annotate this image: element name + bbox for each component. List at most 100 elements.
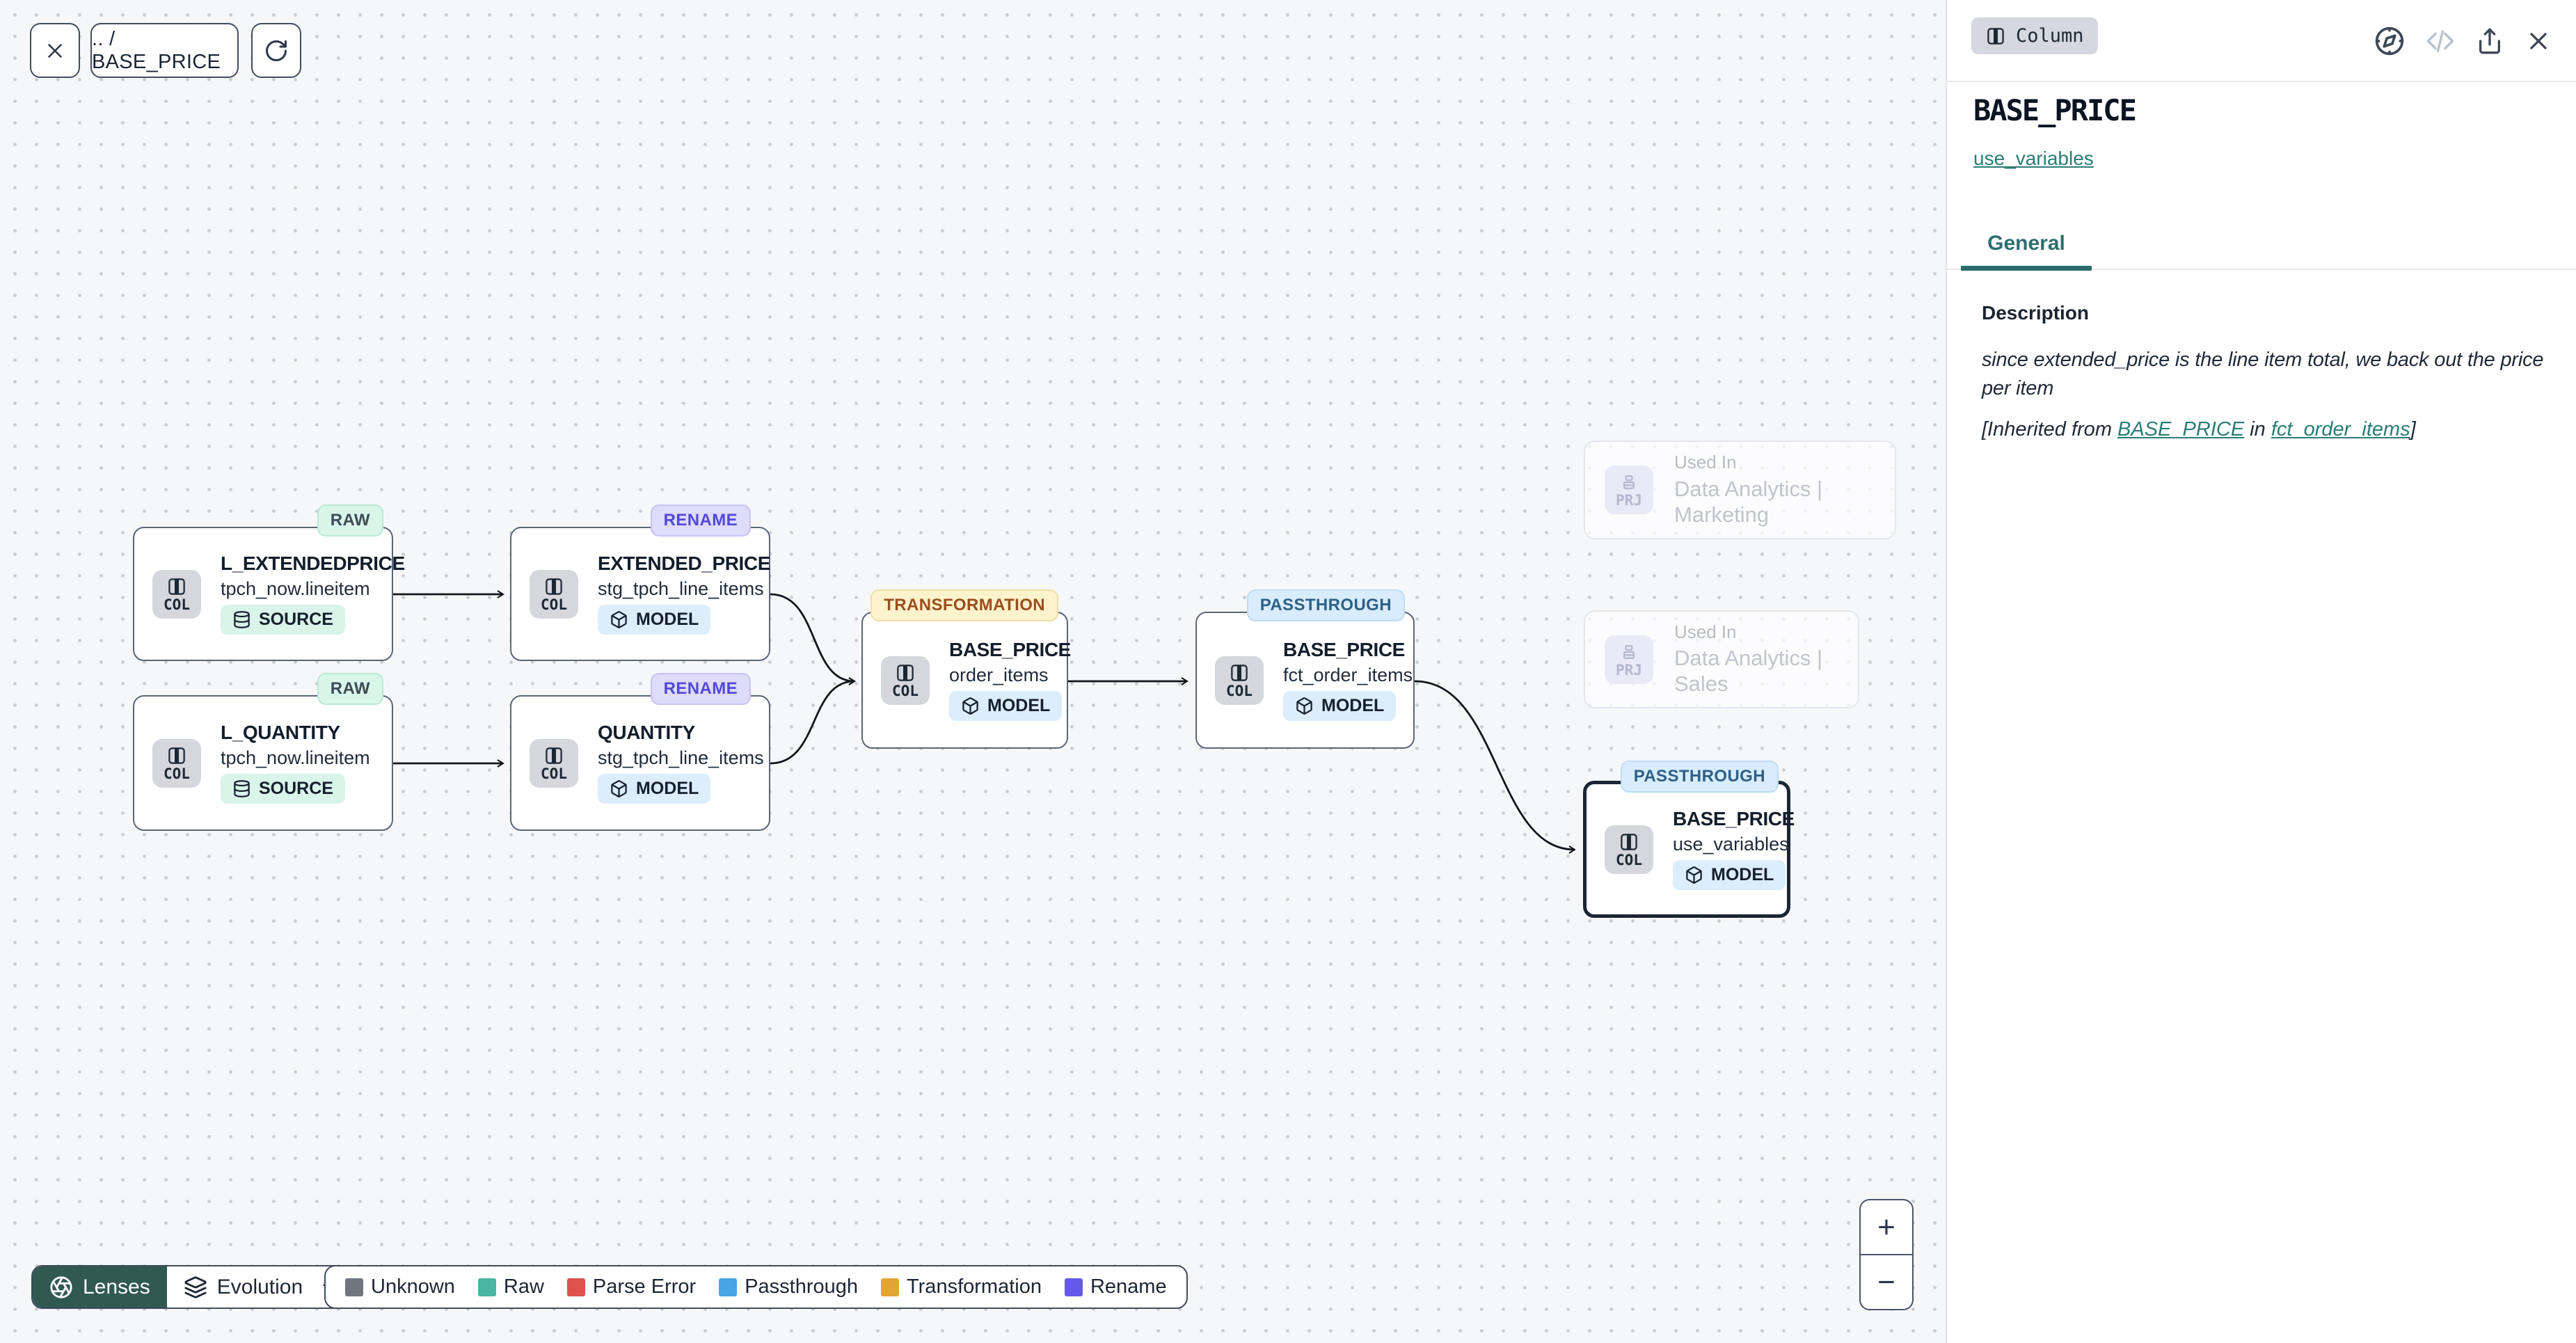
compass-button[interactable]	[2374, 26, 2405, 56]
description-heading: Description	[1982, 302, 2090, 324]
edge-kind-badge: RAW	[317, 673, 383, 705]
inherited-model-link[interactable]: fct_order_items	[2271, 418, 2410, 440]
model-link[interactable]: use_variables	[1973, 148, 2094, 169]
code-icon	[2426, 30, 2454, 52]
details-panel: Column BASE_PRICE use_variables General …	[1946, 0, 2576, 1343]
lens-selected-label: Evolution	[216, 1275, 303, 1298]
lineage-node-base-price-use-variables[interactable]: PASSTHROUGH COL BASE_PRICE use_variables…	[1583, 761, 1795, 918]
node-kind-badge: MODEL	[1673, 859, 1786, 890]
compass-icon	[2375, 26, 2404, 56]
columns-icon	[1619, 832, 1639, 852]
panel-title: BASE_PRICE	[1973, 93, 2137, 127]
columns-icon	[1229, 662, 1250, 683]
lineage-node-quantity[interactable]: RENAME COL QUANTITY stg_tpch_line_items …	[510, 673, 770, 831]
node-kind-badge: MODEL	[1283, 690, 1397, 721]
legend-swatch	[719, 1278, 738, 1296]
lineage-node-base-price-order-items[interactable]: TRANSFORMATION COL BASE_PRICE order_item…	[861, 589, 1071, 749]
zoom-in-button[interactable]: +	[1861, 1200, 1912, 1255]
legend-swatch	[345, 1278, 363, 1296]
edge-kind-badge: RENAME	[650, 504, 751, 537]
columns-icon	[543, 745, 564, 766]
columns-icon	[166, 745, 187, 766]
close-icon	[48, 43, 62, 58]
panel-header: Column	[1947, 0, 2576, 82]
used-in-name: Data Analytics | Marketing	[1674, 476, 1823, 527]
inherited-column-link[interactable]: BASE_PRICE	[2117, 418, 2245, 440]
legend-item: Raw	[477, 1276, 544, 1298]
aperture-icon	[50, 1276, 72, 1298]
node-title: L_EXTENDEDPRICE	[221, 553, 405, 575]
breadcrumb[interactable]: .. / BASE_PRICE	[90, 23, 239, 78]
column-type-tile: COL	[1605, 825, 1653, 874]
node-title: L_QUANTITY	[221, 722, 340, 744]
node-title: QUANTITY	[598, 722, 695, 744]
share-icon	[2479, 28, 2500, 54]
lineage-node-base-price-fct-order-items[interactable]: PASSTHROUGH COL BASE_PRICE fct_order_ite…	[1195, 589, 1415, 749]
edge-kind-badge: RAW	[317, 504, 383, 537]
active-tab-indicator	[1961, 266, 2092, 271]
database-icon	[232, 610, 251, 629]
edge-kind-badge: TRANSFORMATION	[870, 589, 1058, 621]
node-subtitle: tpch_now.lineitem	[221, 747, 370, 768]
columns-icon	[895, 662, 916, 683]
project-type-tile: PRJ	[1605, 635, 1653, 684]
lens-dropdown[interactable]: Evolution	[166, 1266, 355, 1308]
zoom-out-button[interactable]: −	[1877, 1264, 1895, 1299]
node-kind-badge: MODEL	[598, 773, 711, 804]
legend-item: Rename	[1064, 1276, 1167, 1298]
node-kind-badge: SOURCE	[221, 773, 345, 804]
node-subtitle: order_items	[949, 664, 1049, 685]
description-text: since extended_price is the line item to…	[1982, 349, 2544, 399]
used-in-node-sales: PRJ Used In Data Analytics | Sales	[1584, 610, 1859, 708]
refresh-button[interactable]	[251, 23, 301, 78]
lineage-canvas[interactable]: .. / BASE_PRICE RAW COL L_EXTENDEDPRICE …	[0, 0, 1946, 1343]
node-title: BASE_PRICE	[949, 639, 1071, 661]
share-button[interactable]	[2476, 27, 2504, 55]
used-in-node-marketing: PRJ Used In Data Analytics | Marketing	[1584, 440, 1896, 539]
edge-kind-badge: RENAME	[650, 673, 751, 705]
lineage-node-l-extendedprice[interactable]: RAW COL L_EXTENDEDPRICE tpch_now.lineite…	[133, 504, 405, 661]
node-kind-badge: SOURCE	[221, 604, 345, 635]
column-type-tile: COL	[530, 738, 578, 788]
view-code-button[interactable]	[2426, 26, 2455, 56]
model-cube-icon	[961, 697, 980, 715]
model-cube-icon	[1685, 866, 1703, 884]
lineage-node-l-quantity[interactable]: RAW COL L_QUANTITY tpch_now.lineitem SOU…	[133, 673, 393, 831]
close-panel-button[interactable]	[2525, 27, 2552, 55]
lenses-button[interactable]: Lenses	[33, 1266, 167, 1308]
database-icon	[232, 779, 251, 798]
edge-kind-legend: Unknown Raw Parse Error Passthrough Tran…	[324, 1265, 1188, 1309]
model-cube-icon	[610, 610, 628, 629]
project-trays-icon	[1619, 642, 1639, 662]
lineage-node-extended-price[interactable]: RENAME COL EXTENDED_PRICE stg_tpch_line_…	[510, 504, 771, 661]
project-type-tile: PRJ	[1605, 466, 1653, 514]
tab-general[interactable]: General	[1987, 232, 2065, 255]
node-subtitle: stg_tpch_line_items	[598, 747, 764, 768]
node-title: BASE_PRICE	[1283, 639, 1405, 661]
lenses-selector: Lenses Evolution	[31, 1265, 356, 1309]
entity-type-badge: Column	[1971, 17, 2098, 54]
node-title: EXTENDED_PRICE	[598, 553, 771, 575]
edge-kind-badge: PASSTHROUGH	[1246, 589, 1405, 621]
project-trays-icon	[1619, 472, 1639, 493]
close-icon	[2530, 33, 2547, 49]
columns-icon	[1985, 26, 2006, 47]
model-cube-icon	[610, 779, 628, 798]
layers-icon	[184, 1276, 207, 1298]
lenses-label: Lenses	[83, 1275, 150, 1298]
zoom-control: + −	[1859, 1199, 1914, 1310]
used-in-label: Used In	[1674, 452, 1737, 473]
node-subtitle: stg_tpch_line_items	[598, 578, 764, 599]
column-type-tile: COL	[1215, 655, 1264, 705]
node-subtitle: use_variables	[1673, 833, 1789, 855]
column-type-tile: COL	[530, 569, 578, 619]
used-in-label: Used In	[1674, 621, 1737, 642]
close-lineage-button[interactable]	[30, 23, 80, 78]
column-type-tile: COL	[881, 655, 930, 705]
edge-kind-badge: PASSTHROUGH	[1620, 761, 1779, 793]
tab-divider	[1947, 269, 2576, 270]
columns-icon	[166, 576, 187, 597]
column-type-tile: COL	[152, 569, 201, 619]
node-subtitle: fct_order_items	[1283, 664, 1413, 685]
legend-swatch	[566, 1278, 585, 1296]
